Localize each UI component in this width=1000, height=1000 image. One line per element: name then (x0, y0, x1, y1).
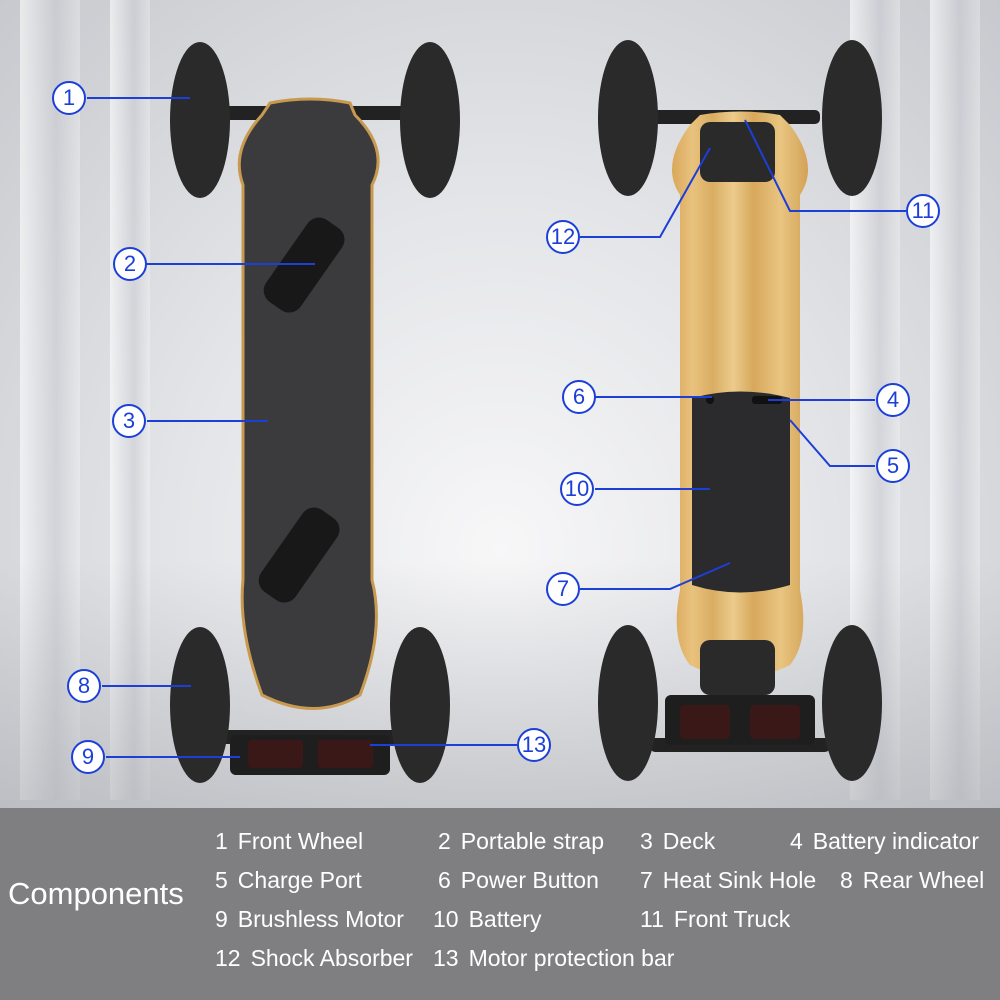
legend-item: 6 Power Button (438, 867, 599, 894)
callout-13: 13 (517, 728, 551, 762)
rear-wheel-right (390, 627, 450, 783)
legend-num: 10 (433, 906, 459, 932)
callout-8: 8 (67, 669, 101, 703)
callout-1: 1 (52, 81, 86, 115)
legend-num: 7 (640, 867, 653, 893)
callout-12: 12 (546, 220, 580, 254)
legend-label: Battery (468, 906, 542, 932)
front-wheel-left (170, 42, 230, 198)
leader-lines (87, 97, 906, 758)
legend-item: 5 Charge Port (215, 867, 362, 894)
legend-label: Power Button (460, 867, 599, 893)
legend-num: 2 (438, 828, 451, 854)
legend-item: 12 Shock Absorber (215, 945, 413, 972)
legend-num: 11 (640, 906, 664, 932)
rear-strap (258, 507, 340, 603)
deck (237, 97, 380, 710)
callout-11: 11 (906, 194, 940, 228)
legend-item: 7 Heat Sink Hole (640, 867, 816, 894)
front-truck-base (700, 122, 775, 182)
legend-item: 1 Front Wheel (215, 828, 363, 855)
legend-num: 13 (433, 945, 459, 971)
legend-num: 3 (640, 828, 653, 854)
legend-label: Rear Wheel (862, 867, 985, 893)
legend-num: 4 (790, 828, 803, 854)
legend-num: 8 (840, 867, 853, 893)
battery-case (692, 391, 790, 593)
legend-label: Shock Absorber (250, 945, 413, 971)
right-board-bottom-view (598, 40, 882, 781)
legend-title: Components (8, 876, 184, 911)
legend-item: 4 Battery indicator (790, 828, 979, 855)
front-strap (263, 217, 345, 313)
legend-item: 9 Brushless Motor (215, 906, 404, 933)
callout-7: 7 (546, 572, 580, 606)
front-wheel-right (400, 42, 460, 198)
legend-label: Motor protection bar (468, 945, 675, 971)
callout-9: 9 (71, 740, 105, 774)
legend-item: 2 Portable strap (438, 828, 604, 855)
callout-4: 4 (876, 383, 910, 417)
legend-label: Front Wheel (237, 828, 364, 854)
legend-label: Battery indicator (812, 828, 979, 854)
legend-label: Deck (662, 828, 716, 854)
battery-indicator (752, 396, 782, 404)
callout-6: 6 (562, 380, 596, 414)
legend-num: 12 (215, 945, 241, 971)
legend-label: Portable strap (460, 828, 604, 854)
legend-item: 13 Motor protection bar (433, 945, 674, 972)
legend-num: 9 (215, 906, 228, 932)
legend-num: 6 (438, 867, 451, 893)
legend-label: Charge Port (237, 867, 362, 893)
left-board-top-view (170, 42, 460, 783)
callout-2: 2 (113, 247, 147, 281)
legend-num: 5 (215, 867, 228, 893)
callout-5: 5 (876, 449, 910, 483)
legend-item: 3 Deck (640, 828, 715, 855)
callout-3: 3 (112, 404, 146, 438)
legend-label: Front Truck (673, 906, 791, 932)
legend-label: Brushless Motor (237, 906, 404, 932)
legend-num: 1 (215, 828, 228, 854)
legend-label: Heat Sink Hole (662, 867, 817, 893)
rear-wheel-left (170, 627, 230, 783)
legend-item: 11 Front Truck (640, 906, 790, 933)
callout-10: 10 (560, 472, 594, 506)
legend-item: 10 Battery (433, 906, 541, 933)
skateboards-illustration (87, 40, 906, 783)
legend-item: 8 Rear Wheel (840, 867, 984, 894)
